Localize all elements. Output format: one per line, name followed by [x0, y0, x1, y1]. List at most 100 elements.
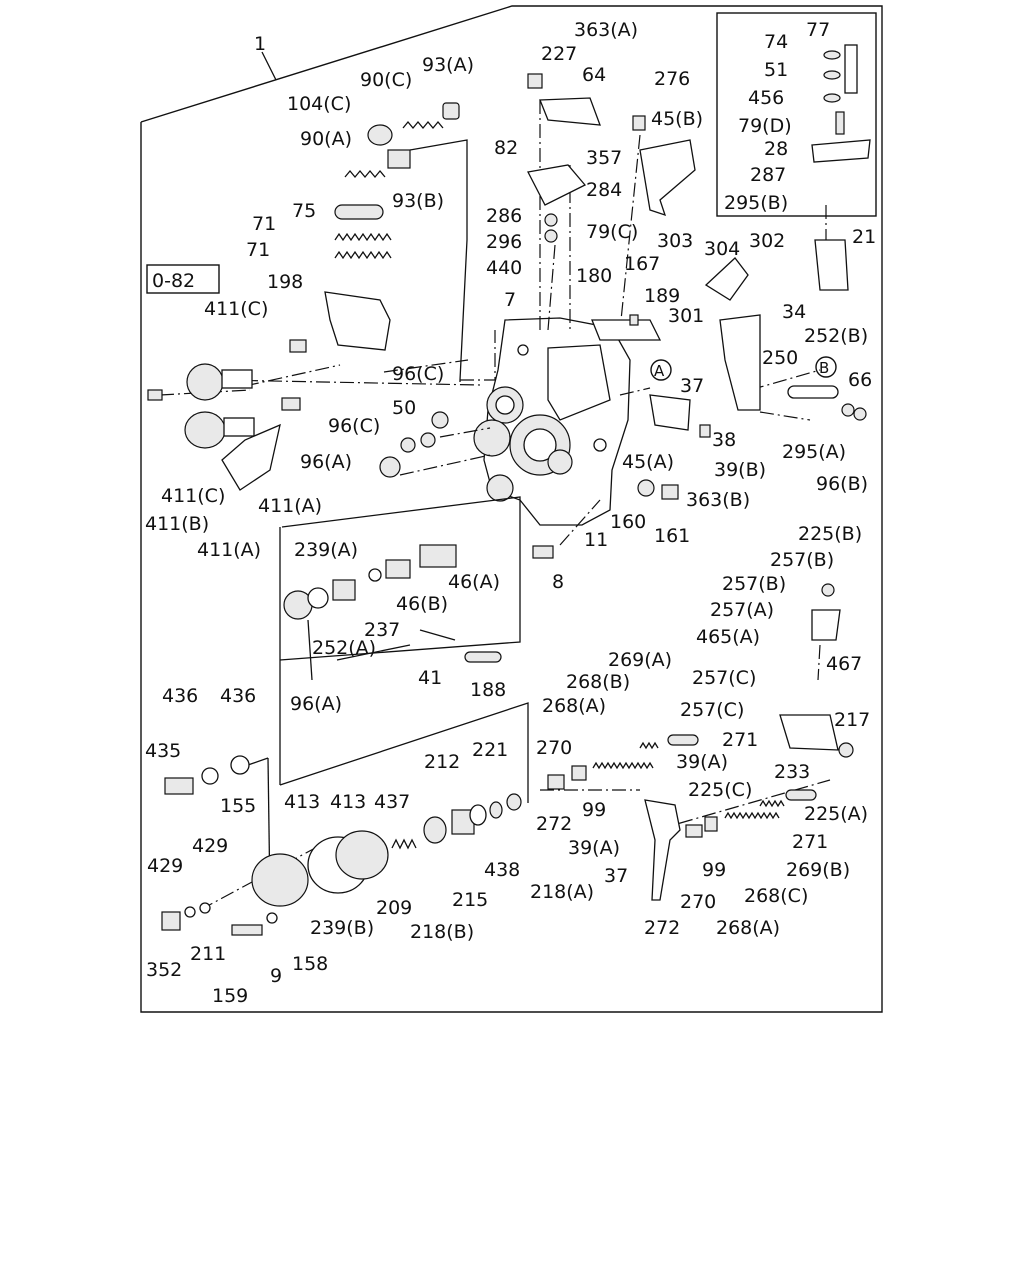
label-82: 82	[494, 137, 518, 159]
label-363b: 363(B)	[686, 489, 750, 511]
label-257c-a: 257(C)	[692, 667, 756, 689]
label-363a: 363(A)	[574, 19, 638, 41]
label-1: 1	[254, 33, 266, 55]
label-271-a: 271	[722, 729, 758, 751]
label-167: 167	[624, 253, 660, 275]
label-99-a: 99	[582, 799, 606, 821]
label-436-a: 436	[162, 685, 198, 707]
reference-circle-b	[815, 356, 837, 378]
label-221: 221	[472, 739, 508, 761]
label-51: 51	[764, 59, 788, 81]
label-225a: 225(A)	[804, 803, 868, 825]
label-104c: 104(C)	[287, 93, 351, 115]
label-296: 296	[486, 231, 522, 253]
label-93b: 93(B)	[392, 190, 444, 212]
label-189: 189	[644, 285, 680, 307]
label-79d: 79(D)	[738, 115, 792, 137]
label-287: 287	[750, 164, 786, 186]
label-257b-a: 257(B)	[770, 549, 834, 571]
label-96c-a: 96(C)	[392, 363, 444, 385]
label-75: 75	[292, 200, 316, 222]
label-302: 302	[749, 230, 785, 252]
label-37-a: 37	[680, 375, 704, 397]
label-438: 438	[484, 859, 520, 881]
label-11: 11	[584, 529, 608, 551]
label-217: 217	[834, 709, 870, 731]
label-276: 276	[654, 68, 690, 90]
label-90c: 90(C)	[360, 69, 412, 91]
label-7: 7	[504, 289, 516, 311]
label-161: 161	[654, 525, 690, 547]
label-437: 437	[374, 791, 410, 813]
label-413-b: 413	[330, 791, 366, 813]
label-39a-b: 39(A)	[568, 837, 620, 859]
label-64: 64	[582, 64, 606, 86]
inset-box	[716, 12, 877, 217]
label-66: 66	[848, 369, 872, 391]
label-272-a: 272	[536, 813, 572, 835]
label-38: 38	[712, 429, 736, 451]
label-45b: 45(B)	[651, 108, 703, 130]
label-71-b: 71	[246, 239, 270, 261]
label-96a-a: 96(A)	[300, 451, 352, 473]
label-411a-b: 411(A)	[197, 539, 261, 561]
label-39a-a: 39(A)	[676, 751, 728, 773]
label-250: 250	[762, 347, 798, 369]
label-79c: 79(C)	[586, 221, 638, 243]
label-257b-b: 257(B)	[722, 573, 786, 595]
label-429-b: 429	[147, 855, 183, 877]
label-96c-b: 96(C)	[328, 415, 380, 437]
label-257c-b: 257(C)	[680, 699, 744, 721]
label-270-a: 270	[536, 737, 572, 759]
label-21: 21	[852, 226, 876, 248]
label-a: A	[654, 362, 665, 380]
label-0-82: 0-82	[152, 270, 195, 292]
label-96a-b: 96(A)	[290, 693, 342, 715]
label-188: 188	[470, 679, 506, 701]
callout-labels: 1 93(A) 90(C) 104(C) 90(A) 93(B) 75 71 7…	[145, 19, 876, 1007]
label-301: 301	[668, 305, 704, 327]
label-233: 233	[774, 761, 810, 783]
label-34: 34	[782, 301, 806, 323]
diagram-frame	[140, 5, 883, 1013]
label-467: 467	[826, 653, 862, 675]
label-270-b: 270	[680, 891, 716, 913]
label-209: 209	[376, 897, 412, 919]
label-158: 158	[292, 953, 328, 975]
label-93a: 93(A)	[422, 54, 474, 76]
label-212: 212	[424, 751, 460, 773]
label-268a-b: 268(A)	[716, 917, 780, 939]
label-239b: 239(B)	[310, 917, 374, 939]
label-74: 74	[764, 31, 788, 53]
label-268b: 268(B)	[566, 671, 630, 693]
label-268c: 268(C)	[744, 885, 808, 907]
label-239a: 239(A)	[294, 539, 358, 561]
label-41: 41	[418, 667, 442, 689]
label-411b: 411(B)	[145, 513, 209, 535]
label-39b: 39(B)	[714, 459, 766, 481]
label-155: 155	[220, 795, 256, 817]
label-218a: 218(A)	[530, 881, 594, 903]
label-295b: 295(B)	[724, 192, 788, 214]
label-413-a: 413	[284, 791, 320, 813]
label-252a: 252(A)	[312, 637, 376, 659]
label-46b: 46(B)	[396, 593, 448, 615]
label-96b: 96(B)	[816, 473, 868, 495]
label-440: 440	[486, 257, 522, 279]
label-429-a: 429	[192, 835, 228, 857]
label-304: 304	[704, 238, 740, 260]
label-159: 159	[212, 985, 248, 1007]
label-b: B	[819, 359, 829, 377]
label-227: 227	[541, 43, 577, 65]
label-9: 9	[270, 965, 282, 987]
label-37-b: 37	[604, 865, 628, 887]
label-28: 28	[764, 138, 788, 160]
label-160: 160	[610, 511, 646, 533]
label-218b: 218(B)	[410, 921, 474, 943]
label-286: 286	[486, 205, 522, 227]
label-295a: 295(A)	[782, 441, 846, 463]
label-465a: 465(A)	[696, 626, 760, 648]
label-271-b: 271	[792, 831, 828, 853]
label-71-a: 71	[252, 213, 276, 235]
